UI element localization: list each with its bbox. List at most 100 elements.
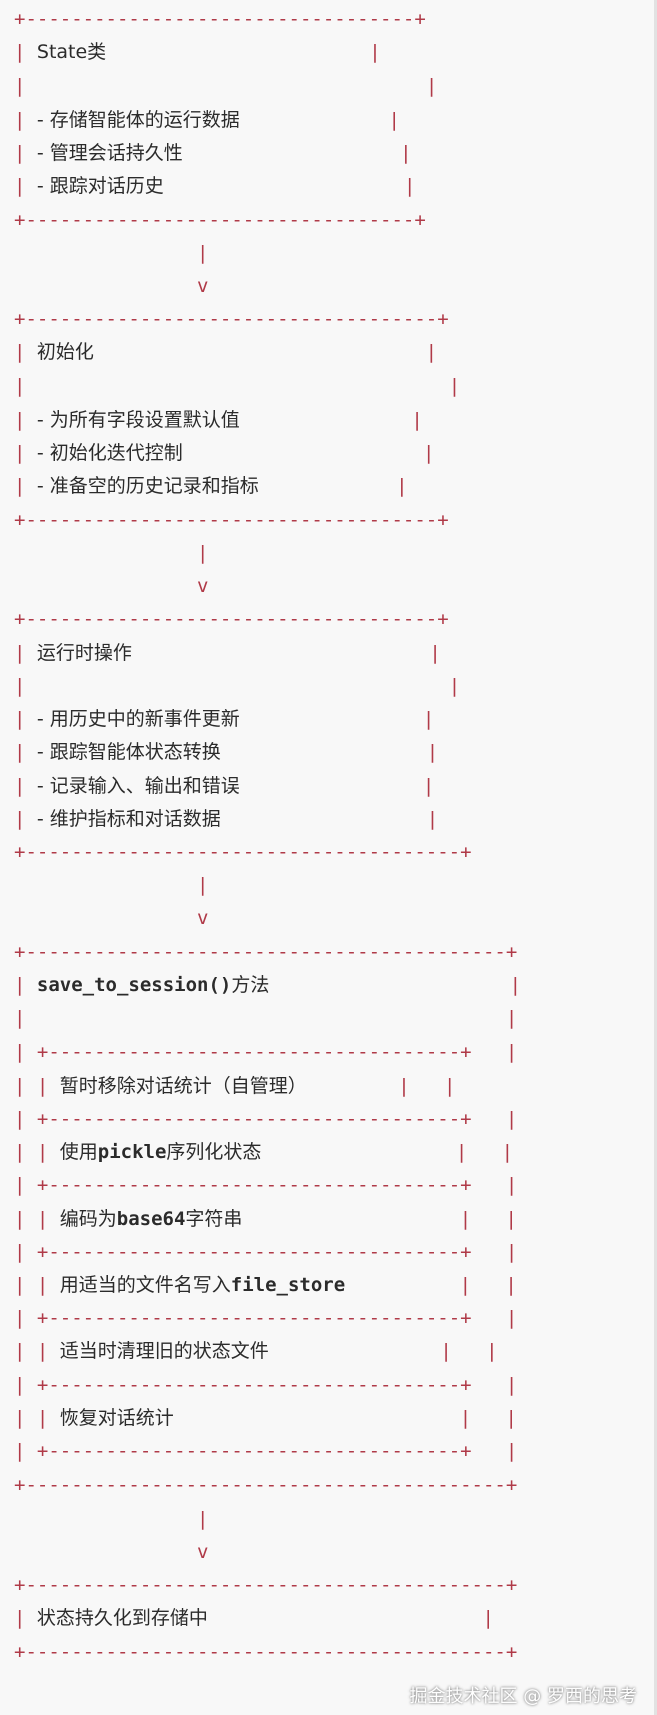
flow-arrow: | — [14, 868, 208, 902]
right-border: | | — [455, 1141, 514, 1163]
box-row: | | 用适当的文件名写入file_store | | — [14, 1268, 517, 1302]
left-border: | — [14, 642, 37, 664]
spacer — [221, 741, 427, 763]
right-border: | — [426, 808, 439, 830]
box-border: +---------------------------------------… — [14, 935, 517, 969]
inner-border: +------------------------------------+ — [36, 1241, 472, 1263]
row-label: - 记录输入、输出和错误 — [36, 775, 240, 797]
right-border: | — [448, 375, 461, 397]
spacer — [269, 1340, 441, 1362]
arrow-glyph: v — [14, 575, 209, 597]
right-border: | | — [459, 1274, 517, 1296]
left-border: | — [14, 675, 26, 697]
right-border: | | — [459, 1208, 517, 1230]
box-row: | | 适当时清理旧的状态文件 | | — [14, 1334, 498, 1368]
spacer — [208, 1607, 483, 1629]
right-border: | — [396, 475, 408, 497]
box-row: | | 编码为base64字符串 | | — [14, 1202, 517, 1236]
row-label-suffix: 序列化状态 — [166, 1141, 262, 1163]
border-line: +----------------------------------+ — [14, 8, 426, 30]
border-line: +------------------------------------+ — [14, 308, 449, 330]
left-border: | — [14, 175, 37, 197]
spacer — [345, 1274, 459, 1296]
inner-border: +------------------------------------+ — [36, 1374, 472, 1396]
left-border: | | — [14, 1340, 60, 1362]
box-row: | | — [14, 69, 437, 103]
spacer — [25, 75, 425, 97]
row-label: State类 — [36, 41, 107, 63]
code-token: file_store — [230, 1274, 346, 1296]
arrow-glyph: | — [14, 874, 209, 896]
row-label: - 为所有字段设置默认值 — [36, 409, 240, 431]
left-border: | — [14, 1374, 37, 1396]
right-border: | — [426, 741, 439, 763]
box-border: +------------------------------------+ — [14, 602, 449, 636]
left-border: | | — [14, 1274, 60, 1296]
inner-border: +------------------------------------+ — [36, 1440, 472, 1462]
box-row: | 初始化 | — [14, 335, 437, 369]
right-border: | — [505, 1374, 518, 1396]
border-line: +------------------------------------+ — [14, 608, 449, 630]
arrow-glyph: v — [14, 1541, 209, 1563]
flow-arrow: v — [14, 569, 208, 603]
spacer — [240, 775, 423, 797]
spacer — [259, 475, 396, 497]
row-label: 初始化 — [36, 341, 94, 363]
box-row: | - 为所有字段设置默认值 | — [14, 403, 423, 437]
left-border: | — [14, 1007, 26, 1029]
right-border: | — [505, 1307, 518, 1329]
right-border: | — [400, 142, 412, 164]
right-border: | | — [459, 1407, 517, 1429]
inner-border: +------------------------------------+ — [36, 1174, 472, 1196]
left-border: | — [14, 1041, 37, 1063]
spacer — [25, 675, 448, 697]
right-border: | — [505, 1108, 518, 1130]
right-border: | — [505, 1041, 518, 1063]
box-row: | - 记录输入、输出和错误 | — [14, 769, 434, 803]
row-label: - 用历史中的新事件更新 — [36, 708, 240, 730]
border-line: +---------------------------------------… — [14, 1574, 518, 1596]
arrow-glyph: | — [14, 1508, 209, 1530]
right-border: | — [404, 175, 416, 197]
left-border: | | — [14, 1075, 60, 1097]
spacer — [94, 341, 426, 363]
row-label: - 初始化迭代控制 — [36, 442, 183, 464]
right-border: | | — [398, 1075, 456, 1097]
box-row: | save_to_session()方法 | — [14, 968, 521, 1002]
spacer — [25, 375, 448, 397]
spacer — [183, 442, 423, 464]
right-border: | — [423, 442, 435, 464]
right-border: | — [509, 974, 522, 996]
box-row: | +------------------------------------+… — [14, 1368, 517, 1402]
spacer — [132, 642, 429, 664]
arrow-glyph: | — [14, 242, 209, 264]
row-label: - 准备空的历史记录和指标 — [36, 475, 259, 497]
left-border: | — [14, 1108, 37, 1130]
box-row: | - 跟踪智能体状态转换 | — [14, 735, 438, 769]
spacer — [472, 1307, 506, 1329]
box-row: | - 跟踪对话历史 | — [14, 169, 415, 203]
spacer — [472, 1041, 506, 1063]
left-border: | — [14, 1607, 37, 1629]
box-row: | 运行时操作 | — [14, 636, 441, 670]
watermark: 掘金技术社区 @ 罗西的思考 — [409, 1686, 637, 1707]
spacer — [221, 808, 427, 830]
row-label: 方法 — [231, 974, 270, 996]
row-label: - 跟踪对话历史 — [36, 175, 164, 197]
right-edge — [654, 0, 657, 1715]
right-border: | — [448, 675, 461, 697]
inner-border: +------------------------------------+ — [36, 1108, 472, 1130]
row-label: - 跟踪智能体状态转换 — [36, 741, 221, 763]
box-border: +------------------------------------+ — [14, 302, 449, 336]
box-row: | | 使用pickle序列化状态 | | — [14, 1135, 513, 1169]
box-row: | - 初始化迭代控制 | — [14, 436, 434, 470]
flow-arrow: | — [14, 236, 208, 270]
left-border: | — [14, 109, 37, 131]
box-border: +---------------------------------------… — [14, 1468, 517, 1502]
box-row: | - 管理会话持久性 | — [14, 136, 412, 170]
right-border: | — [505, 1241, 518, 1263]
box-border: +---------------------------------------… — [14, 1635, 517, 1669]
left-border: | — [14, 75, 26, 97]
left-border: | — [14, 1174, 37, 1196]
